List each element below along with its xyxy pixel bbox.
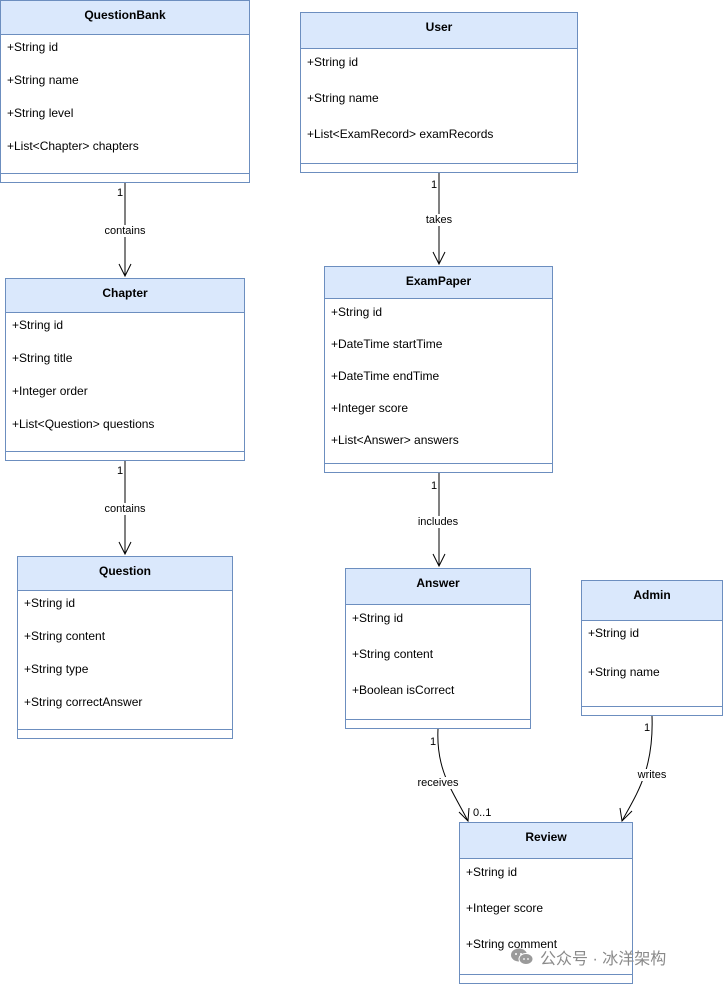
wechat-icon	[511, 948, 534, 965]
attribute: +String title	[12, 351, 73, 365]
class-title: User	[301, 13, 577, 49]
attribute: +String name	[307, 91, 379, 105]
attribute: +Boolean isCorrect	[352, 683, 455, 697]
attribute: +List<Question> questions	[12, 417, 155, 431]
edge-label: includes	[416, 516, 460, 528]
multiplicity-label: 1	[117, 465, 124, 477]
attribute: +String type	[24, 662, 89, 676]
attribute: +String id	[466, 865, 518, 879]
attribute: +String id	[24, 596, 76, 610]
multiplicity-label: 1	[431, 480, 438, 492]
attribute: +String id	[12, 318, 64, 332]
attribute: +String id	[588, 626, 640, 640]
edge-label: takes	[424, 214, 454, 226]
multiplicity-label: 1	[644, 722, 651, 734]
operations-divider	[6, 451, 244, 452]
attribute: +String id	[331, 305, 383, 319]
attribute: +String id	[7, 40, 59, 54]
multiplicity-label: 0..1	[473, 807, 492, 819]
attribute: +String name	[7, 73, 79, 87]
class-title: QuestionBank	[1, 1, 249, 35]
attribute: +String id	[307, 55, 359, 69]
operations-divider	[582, 706, 722, 707]
attribute: +DateTime startTime	[331, 337, 443, 351]
class-title: ExamPaper	[325, 267, 552, 299]
edge-label: contains	[103, 503, 147, 515]
class-question[interactable]: Question +String id +String content +Str…	[17, 556, 233, 739]
attribute: +String name	[588, 665, 660, 679]
attribute: +List<Answer> answers	[331, 433, 459, 447]
edge-exampaper-answer-arrow	[432, 553, 446, 568]
attribute: +Integer score	[466, 901, 544, 915]
attribute: +String content	[24, 629, 106, 643]
edge-admin-review-arrow	[619, 807, 633, 823]
class-review[interactable]: Review +String id +Integer score +String…	[459, 822, 633, 984]
operations-divider	[325, 463, 552, 464]
attribute: +DateTime endTime	[331, 369, 440, 383]
multiplicity-label: 1	[431, 179, 438, 191]
edge-label: contains	[103, 225, 147, 237]
attribute: +List<ExamRecord> examRecords	[307, 127, 494, 141]
edge-bank-chapter-arrow	[118, 263, 132, 278]
operations-divider	[18, 729, 232, 730]
operations-divider	[346, 719, 530, 720]
attribute: +String correctAnswer	[24, 695, 143, 709]
class-questionbank[interactable]: QuestionBank +String id +String name +St…	[0, 0, 250, 183]
class-title: Review	[460, 823, 632, 859]
multiplicity-label: 1	[430, 736, 437, 748]
watermark-text: 公众号 · 冰洋架构	[540, 951, 667, 968]
edge-answer-review-arrow	[458, 807, 470, 823]
attribute: +Integer order	[12, 384, 88, 398]
edge-label: writes	[636, 769, 668, 781]
operations-divider	[301, 163, 577, 164]
attribute: +String level	[7, 106, 74, 120]
edge-user-exampaper-arrow	[432, 251, 446, 266]
operations-divider	[460, 974, 632, 975]
attribute: +String id	[352, 611, 404, 625]
watermark: 公众号 · 冰洋架构	[510, 945, 666, 969]
attribute: +List<Chapter> chapters	[7, 139, 139, 153]
class-title: Answer	[346, 569, 530, 605]
class-admin[interactable]: Admin +String id +String name	[581, 580, 723, 716]
multiplicity-label: 1	[117, 187, 124, 199]
attribute: +String comment	[466, 937, 558, 951]
class-user[interactable]: User +String id +String name +List<ExamR…	[300, 12, 578, 173]
edge-chapter-question-arrow	[118, 541, 132, 556]
class-title: Admin	[582, 581, 722, 621]
attribute: +Integer score	[331, 401, 409, 415]
class-answer[interactable]: Answer +String id +String content +Boole…	[345, 568, 531, 729]
operations-divider	[1, 173, 249, 174]
class-chapter[interactable]: Chapter +String id +String title +Intege…	[5, 278, 245, 461]
class-title: Chapter	[6, 279, 244, 313]
attribute: +String content	[352, 647, 434, 661]
edge-label: receives	[416, 777, 460, 789]
class-exampaper[interactable]: ExamPaper +String id +DateTime startTime…	[324, 266, 553, 473]
class-title: Question	[18, 557, 232, 591]
edge-answer-review	[437, 728, 469, 822]
